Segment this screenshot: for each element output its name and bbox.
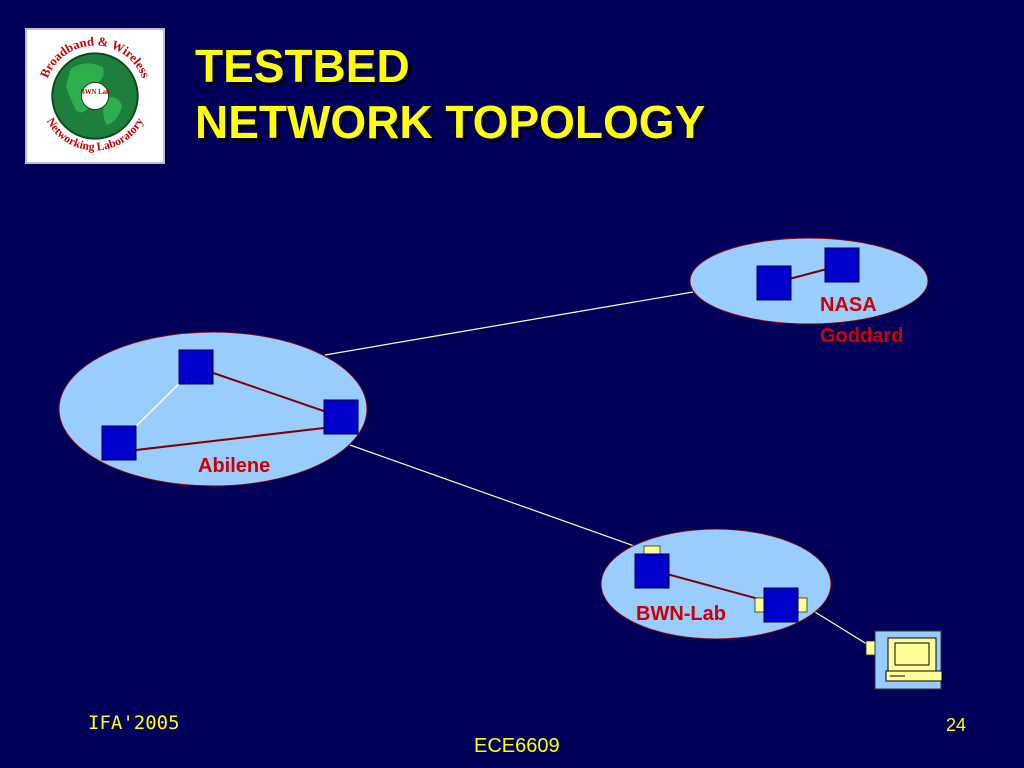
bwn-lab-logo: BWN Lab Broadband & Wireless Networking … <box>25 28 165 164</box>
router-square-icon <box>178 349 214 385</box>
title-line-1: TESTBED <box>195 40 410 92</box>
link-abilene-bwn <box>349 444 641 549</box>
title-line-2: NETWORK TOPOLOGY <box>195 96 706 148</box>
label-nasa-line2: Goddard <box>820 325 903 347</box>
router-square-icon <box>763 587 799 623</box>
computer-icon <box>865 630 943 690</box>
footer-course: ECE6609 <box>474 735 560 757</box>
router-square-icon <box>824 247 860 283</box>
globe-icon: BWN Lab Broadband & Wireless Networking … <box>37 34 152 153</box>
router-square-icon <box>756 265 792 301</box>
footer-conference: IFA'2005 <box>88 712 180 734</box>
router-square-icon <box>101 425 137 461</box>
slide-title: TESTBED NETWORK TOPOLOGY <box>195 38 705 150</box>
nasa-goddard-network <box>689 237 929 325</box>
link-abilene-nasa <box>324 291 694 356</box>
router-square-icon <box>634 553 670 589</box>
abilene-inner-link-bottom <box>118 425 342 453</box>
label-abilene: Abilene <box>198 455 270 477</box>
slide-number: 24 <box>946 715 967 735</box>
router-square-icon <box>323 399 359 435</box>
link-bwn-computer <box>814 611 871 647</box>
logo-center-text: BWN Lab <box>80 89 110 96</box>
abilene-inner-link-top <box>195 366 342 418</box>
label-bwn-lab: BWN-Lab <box>636 603 726 625</box>
label-nasa-line1: NASA <box>820 294 877 316</box>
